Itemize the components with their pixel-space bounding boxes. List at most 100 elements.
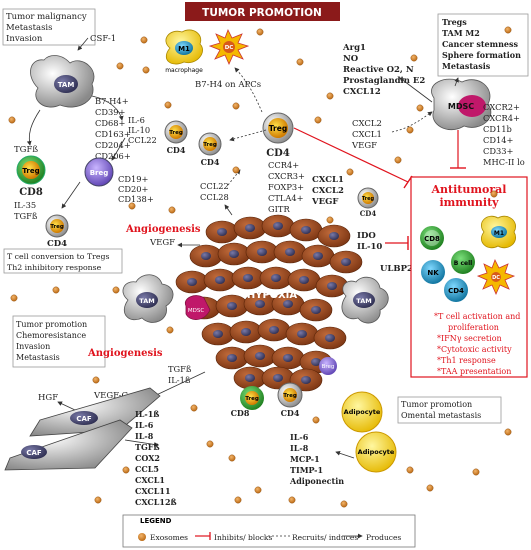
treg-core-left2 bbox=[50, 219, 64, 233]
treg-label-top2: Treg bbox=[203, 142, 217, 148]
caf-effects-box bbox=[12, 315, 106, 368]
antitumoral-title-1: Antitumoral bbox=[431, 183, 507, 196]
caf-nucleus-1 bbox=[70, 411, 98, 425]
treg-label-bottom2: Treg bbox=[283, 393, 297, 399]
breg-to-treg-arrow bbox=[61, 181, 81, 209]
tam-label-right: TAM bbox=[356, 297, 371, 305]
exosome-icon bbox=[416, 104, 424, 112]
tumor-cell-nucleus bbox=[297, 330, 307, 338]
diagram-title: TUMOR PROMOTION bbox=[202, 7, 322, 19]
adipocyte-label-1: Adipocyte bbox=[344, 408, 381, 416]
legend-title: LEGEND bbox=[140, 517, 172, 525]
tumor-cell-nucleus bbox=[271, 274, 281, 282]
tam-nucleus bbox=[54, 75, 78, 93]
cd8-label-immunity: CD8 bbox=[424, 235, 440, 243]
exosome-icon bbox=[288, 496, 296, 504]
exosome-icon bbox=[256, 28, 264, 36]
tgf-il1: TGFß IL-1ß bbox=[168, 364, 194, 385]
tumor-mass bbox=[175, 214, 363, 392]
adipocyte-cell-1 bbox=[341, 391, 383, 433]
treg-core-right bbox=[362, 192, 374, 204]
treg-inhibit-line bbox=[293, 127, 409, 183]
exosome-icon bbox=[116, 62, 124, 70]
tumor-cell-nucleus bbox=[255, 352, 265, 360]
vegfc-label: VEGF-C bbox=[93, 391, 128, 401]
tumor-cell-nucleus bbox=[329, 232, 339, 240]
ccl-list: CCL22 CCL28 bbox=[200, 181, 231, 202]
treg-label-left2: Treg bbox=[50, 224, 64, 230]
tam-effects-text: Tumor malignancy Metastasis Invasion bbox=[6, 12, 89, 44]
tam-to-breg-arrow bbox=[91, 95, 124, 121]
treg-label-top1: Treg bbox=[169, 130, 183, 136]
dc-label-immunity: DC bbox=[492, 275, 500, 281]
mdsc-effects-arrow bbox=[454, 77, 459, 87]
cd4-label-right: CD4 bbox=[360, 209, 377, 218]
nk-cell bbox=[421, 260, 445, 284]
il35-tgfb: IL-35 TGFß bbox=[14, 200, 39, 221]
exosome-icon bbox=[406, 466, 414, 474]
tumor-cell-nucleus bbox=[215, 276, 225, 284]
exosome-icon bbox=[94, 496, 102, 504]
exosome-icon bbox=[8, 116, 16, 124]
tumor-cell-nucleus bbox=[273, 374, 283, 382]
exosome-icon bbox=[340, 500, 348, 508]
tumor-cell-nucleus bbox=[255, 300, 265, 308]
exosome-dots bbox=[8, 26, 512, 508]
caf-effects-text: Tumor promotion Chemoresistance Invasion… bbox=[16, 320, 90, 362]
mdsc-effects-text: Tregs TAM M2 Cancer stemness Sphere form… bbox=[442, 17, 524, 71]
tumor-cell-nucleus bbox=[341, 258, 351, 266]
exosome-icon bbox=[206, 440, 214, 448]
adipocyte-cytokines: IL-6 IL-8 MCP-1 TIMP-1 Adiponectin bbox=[289, 432, 344, 486]
legend-box bbox=[122, 514, 416, 548]
treg-label-bottom1: Treg bbox=[245, 396, 259, 402]
bcell bbox=[451, 250, 475, 274]
treg-label-left: Treg bbox=[22, 167, 39, 175]
exosome-icon bbox=[234, 496, 242, 504]
exosome-icon bbox=[10, 294, 18, 302]
tcell-conversion-box bbox=[3, 248, 123, 274]
exosome-icon bbox=[504, 26, 512, 34]
nk-label: NK bbox=[427, 269, 439, 277]
exosome-icon bbox=[490, 190, 498, 198]
exosome-icon bbox=[254, 486, 262, 494]
antitumoral-title-2: immunity bbox=[439, 196, 499, 209]
tam-nucleus-right bbox=[353, 292, 375, 308]
mdsc-factors: Arg1 NO Reactive O2, N Prostaglandin E2 … bbox=[342, 43, 428, 97]
csf1-label: CSF-1 bbox=[90, 34, 116, 44]
breg-cytokines: IL-6 IL-10 CCL22 bbox=[128, 115, 157, 145]
legend-produces: Produces bbox=[366, 533, 401, 542]
exosome-icon bbox=[346, 168, 354, 176]
mdsc-markers: CXCR2+ CXCR4+ CD11b CD14+ CD33+ MHC-II l… bbox=[483, 102, 525, 167]
exosome-icon bbox=[168, 206, 176, 214]
tumor-cell-nucleus bbox=[213, 330, 223, 338]
exosome-icon bbox=[164, 101, 172, 109]
m1-nucleus-immunity bbox=[491, 226, 507, 238]
adipocyte-cytokine-arrow bbox=[335, 450, 355, 459]
exosome-icon bbox=[112, 286, 120, 294]
mdsc-factors-arrow bbox=[399, 77, 433, 103]
treg-core-main bbox=[268, 118, 288, 138]
legend-exosome-icon bbox=[138, 533, 146, 541]
m1-label-immunity: M1 bbox=[494, 230, 504, 237]
mdsc-small-label: MDSC bbox=[188, 308, 204, 314]
mdsc-effects-box bbox=[437, 13, 529, 77]
tumor-cell-nucleus bbox=[325, 334, 335, 342]
tumor-cell-nucleus bbox=[299, 276, 309, 284]
hypoxia-label: HYPOXIA bbox=[247, 290, 298, 301]
caf-nucleus-2 bbox=[21, 445, 47, 459]
angiogenesis-label-1: Angiogenesis bbox=[125, 224, 201, 235]
exosome-icon bbox=[314, 116, 322, 124]
angiogenesis-label-2: Angiogenesis bbox=[87, 348, 163, 359]
legend-recruits: Recruits/ induces bbox=[292, 533, 358, 542]
tumor-cell-nucleus bbox=[311, 358, 321, 366]
tumor-cell-nucleus bbox=[285, 248, 295, 256]
caf-cytokine-arrow bbox=[124, 439, 159, 447]
tumor-cell-nucleus bbox=[283, 300, 293, 308]
exosome-icon bbox=[122, 466, 130, 474]
tumor-cell-nucleus bbox=[229, 250, 239, 258]
exosome-icon bbox=[504, 428, 512, 436]
tam-label: TAM bbox=[58, 81, 75, 89]
tumor-cell-nucleus bbox=[227, 302, 237, 310]
tumor-cell-nucleus bbox=[217, 228, 227, 236]
dc-nucleus-immunity bbox=[491, 272, 501, 282]
